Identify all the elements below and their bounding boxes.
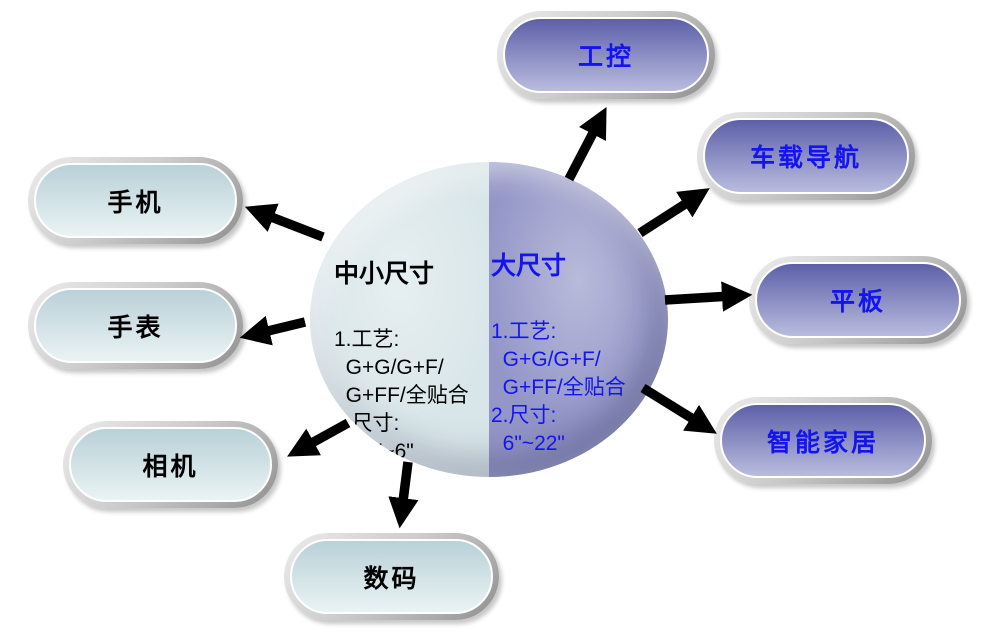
node-pill-small[interactable]: 手表: [28, 282, 243, 369]
ellipse-text-line: 1.5"~6": [334, 440, 414, 463]
ellipse-text-line: G+G/G+F/: [334, 356, 444, 379]
node-pill-face: 手表: [34, 288, 237, 363]
ellipse-text-line: 2.尺寸:: [491, 404, 557, 427]
node-pill-face: 数码: [290, 539, 493, 614]
node-pill-small[interactable]: 手机: [28, 157, 243, 244]
ellipse-text-line: 6"~22": [491, 432, 565, 455]
node-pill-face: 相机: [69, 427, 272, 502]
ellipse-text-line: G+G/G+F/: [491, 348, 601, 371]
right-half-title: 大尺寸: [491, 252, 567, 280]
right-half-detail-lines: 1.工艺: G+G/G+F/ G+FF/全贴合 2.尺寸: 6"~22": [491, 318, 626, 458]
node-pill-large[interactable]: 平板: [749, 256, 967, 344]
node-pill-face: 平板: [755, 262, 961, 338]
node-pill-large[interactable]: 车载导航: [697, 112, 915, 200]
node-label: 手机: [107, 188, 164, 217]
node-label: 相机: [142, 452, 199, 481]
ellipse-right-half-large-size[interactable]: 大尺寸 1.工艺: G+G/G+F/ G+FF/全贴合 2.尺寸: 6"~22": [489, 162, 668, 477]
node-label: 车载导航: [749, 144, 862, 172]
node-pill-face: 工控: [503, 17, 709, 93]
arrow-to-平板: [664, 281, 753, 312]
arrow-to-手表: [239, 315, 307, 346]
ellipse-text-line: G+FF/全贴合: [334, 384, 469, 407]
center-ellipse: 中小尺寸 1.工艺: G+G/G+F/ G+FF/全贴合 2.尺寸: 1.5"~6…: [310, 162, 668, 477]
ellipse-text-line: 1.工艺:: [334, 328, 400, 351]
left-half-title: 中小尺寸: [334, 260, 435, 288]
node-pill-large[interactable]: 智能家居: [714, 397, 932, 484]
left-half-detail-lines: 1.工艺: G+G/G+F/ G+FF/全贴合 2.尺寸: 1.5"~6": [334, 326, 469, 466]
node-pill-face: 智能家居: [720, 403, 926, 478]
ellipse-left-half-small-medium-size[interactable]: 中小尺寸 1.工艺: G+G/G+F/ G+FF/全贴合 2.尺寸: 1.5"~6…: [310, 162, 489, 477]
ellipse-text-line: 1.工艺:: [491, 320, 557, 343]
ellipse-text-line: G+FF/全贴合: [491, 376, 626, 399]
node-label: 手表: [107, 313, 164, 342]
node-label: 智能家居: [766, 428, 879, 457]
node-pill-large[interactable]: 工控: [497, 11, 715, 99]
node-label: 数码: [363, 564, 420, 593]
ellipse-text-line: 2.尺寸:: [334, 412, 400, 435]
node-pill-small[interactable]: 数码: [284, 533, 499, 620]
node-pill-face: 手机: [34, 163, 237, 238]
node-pill-face: 车载导航: [703, 118, 909, 194]
node-pill-small[interactable]: 相机: [63, 421, 278, 508]
node-label: 平板: [829, 288, 886, 316]
node-label: 工控: [577, 43, 634, 71]
